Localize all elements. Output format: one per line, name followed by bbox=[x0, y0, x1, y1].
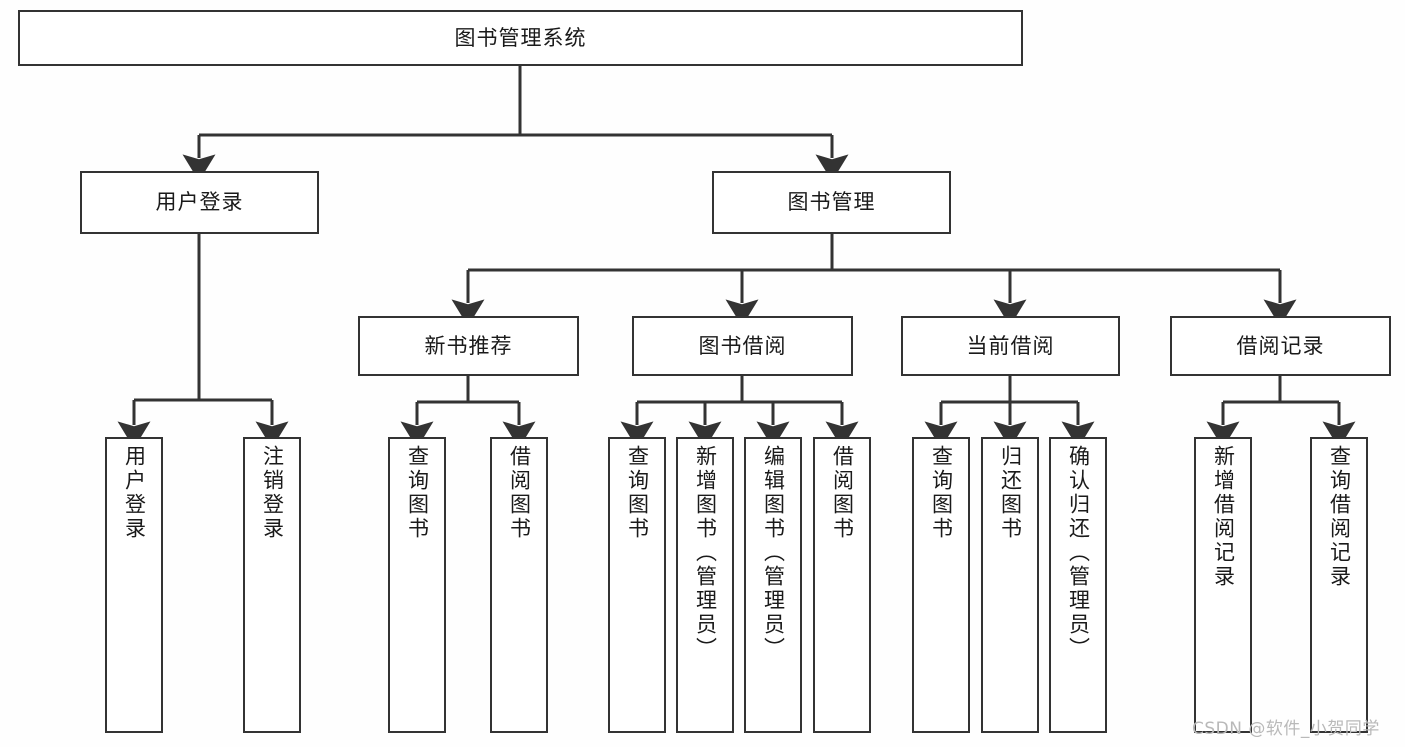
node-label: 图书管理 bbox=[787, 190, 876, 215]
node-label: 图书借阅 bbox=[698, 333, 787, 358]
node-new-book-recommend[interactable]: 新书推荐 bbox=[358, 316, 579, 376]
node-label: 归还图书 bbox=[998, 445, 1023, 541]
node-current-borrow[interactable]: 当前借阅 bbox=[901, 316, 1120, 376]
node-leaf-return-book[interactable]: 归还图书 bbox=[981, 437, 1039, 733]
node-label: 图书管理系统 bbox=[454, 25, 587, 50]
node-book-management[interactable]: 图书管理 bbox=[712, 171, 951, 234]
node-label: 新增借阅记录 bbox=[1211, 445, 1236, 589]
node-label: 注销登录 bbox=[260, 445, 285, 541]
node-label: 借阅图书 bbox=[830, 445, 855, 541]
node-label: 查询图书 bbox=[929, 445, 954, 541]
node-label: 用户登录 bbox=[155, 190, 244, 215]
node-label: 查询图书 bbox=[625, 445, 650, 541]
node-label: 新增图书（管理员） bbox=[693, 445, 718, 661]
node-label: 确认归还（管理员） bbox=[1066, 445, 1091, 661]
node-borrow-record[interactable]: 借阅记录 bbox=[1170, 316, 1391, 376]
node-leaf-user-login[interactable]: 用户登录 bbox=[105, 437, 163, 733]
node-leaf-query-book-2[interactable]: 查询图书 bbox=[608, 437, 666, 733]
node-label: 用户登录 bbox=[122, 445, 147, 541]
node-leaf-confirm-return[interactable]: 确认归还（管理员） bbox=[1049, 437, 1107, 733]
node-label: 借阅图书 bbox=[507, 445, 532, 541]
node-label: 查询借阅记录 bbox=[1327, 445, 1352, 589]
node-label: 借阅记录 bbox=[1236, 333, 1325, 358]
node-book-borrow[interactable]: 图书借阅 bbox=[632, 316, 853, 376]
node-leaf-borrow-book-1[interactable]: 借阅图书 bbox=[490, 437, 548, 733]
node-leaf-query-book-3[interactable]: 查询图书 bbox=[912, 437, 970, 733]
node-leaf-query-record[interactable]: 查询借阅记录 bbox=[1310, 437, 1368, 733]
node-leaf-edit-book[interactable]: 编辑图书（管理员） bbox=[744, 437, 802, 733]
node-label: 查询图书 bbox=[405, 445, 430, 541]
node-label: 编辑图书（管理员） bbox=[761, 445, 786, 661]
csdn-watermark: CSDN @软件_小贺同学 bbox=[1192, 719, 1380, 739]
node-label: 新书推荐 bbox=[424, 333, 513, 358]
node-leaf-query-book-1[interactable]: 查询图书 bbox=[388, 437, 446, 733]
node-label: 当前借阅 bbox=[966, 333, 1055, 358]
node-leaf-add-record[interactable]: 新增借阅记录 bbox=[1194, 437, 1252, 733]
node-user-login[interactable]: 用户登录 bbox=[80, 171, 319, 234]
node-leaf-logout-login[interactable]: 注销登录 bbox=[243, 437, 301, 733]
node-leaf-add-book[interactable]: 新增图书（管理员） bbox=[676, 437, 734, 733]
node-root-book-management-system[interactable]: 图书管理系统 bbox=[18, 10, 1023, 66]
node-leaf-borrow-book-2[interactable]: 借阅图书 bbox=[813, 437, 871, 733]
